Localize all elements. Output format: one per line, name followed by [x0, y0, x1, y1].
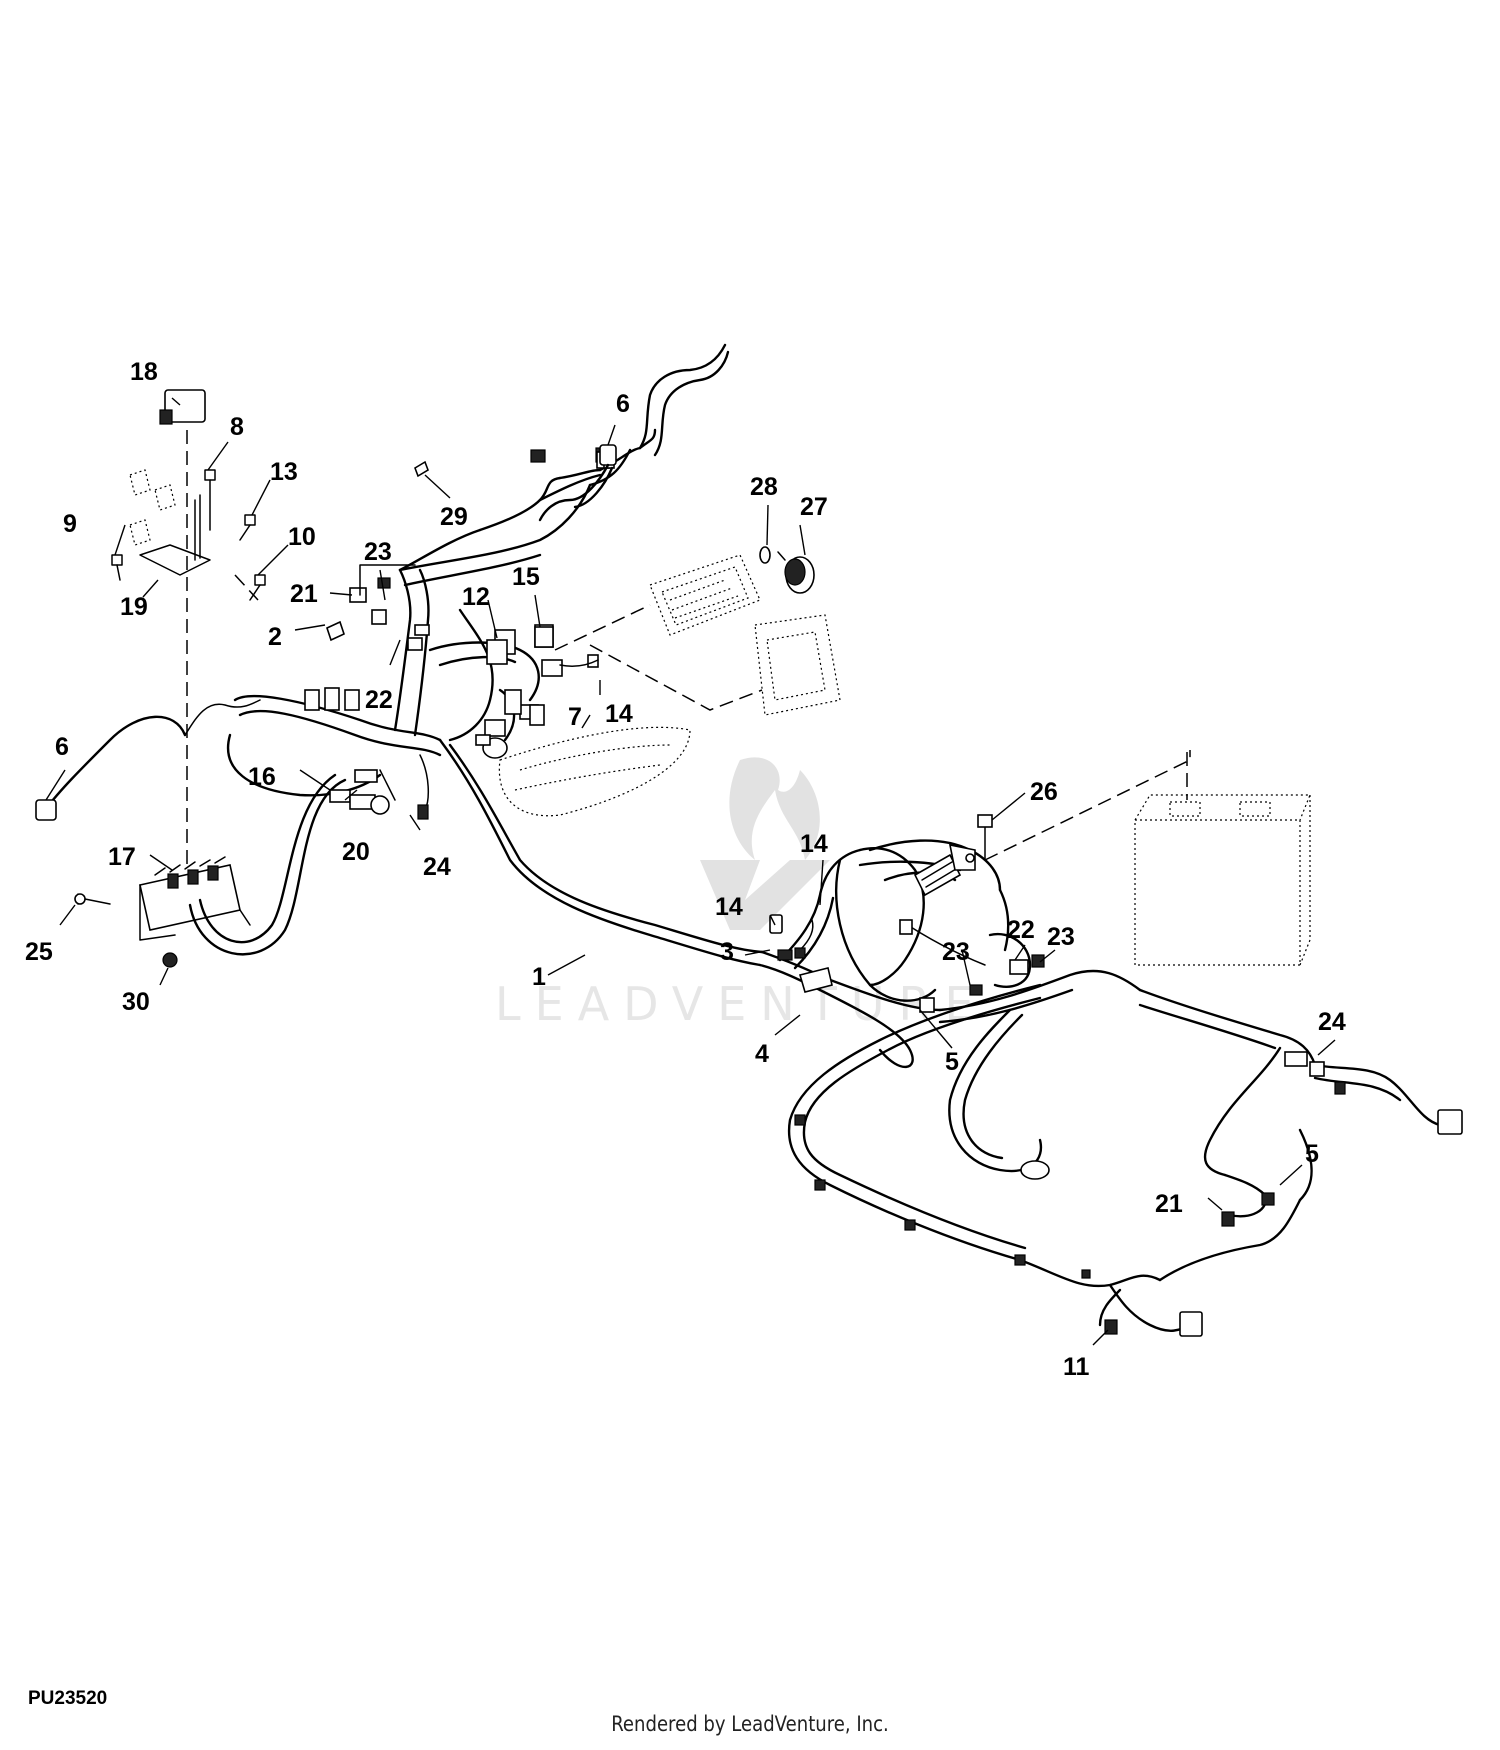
assembly-line-panel: [554, 604, 651, 651]
callout-8: 8: [230, 413, 244, 441]
callout-24a: 24: [423, 853, 451, 881]
watermark-logo: [700, 757, 830, 930]
clip-2: [326, 620, 345, 642]
callout-16: 16: [248, 763, 276, 791]
callout-18: 18: [130, 358, 158, 386]
clip-29: [414, 460, 429, 478]
engine-harness-cluster: [769, 814, 1045, 1013]
assembly-line-control: [589, 644, 763, 711]
callouts: 1 2 3 4 5 5 6 6 7 8 9 10 11 12 13 14 14 …: [25, 358, 1346, 1381]
callout-5a: 5: [945, 1048, 959, 1076]
nut-30: [162, 952, 178, 968]
control-panel-outline: [754, 614, 841, 716]
callout-14b: 14: [800, 830, 828, 858]
callout-21b: 21: [1155, 1190, 1183, 1218]
connector-6-top: [538, 444, 617, 522]
callout-21a: 21: [290, 580, 318, 608]
callout-25: 25: [25, 938, 53, 966]
callout-20: 20: [342, 838, 370, 866]
callout-27: 27: [800, 493, 828, 521]
horn-27: [777, 551, 815, 594]
assembly-line-fuse: [234, 574, 259, 601]
render-credit: Rendered by LeadVenture, Inc.: [611, 1712, 889, 1736]
callout-23b: 23: [942, 938, 970, 966]
callout-19: 19: [120, 593, 148, 621]
seat-outline: [498, 726, 691, 817]
callout-12: 12: [462, 583, 490, 611]
callout-15: 15: [512, 563, 540, 591]
callout-10: 10: [288, 523, 316, 551]
callout-17: 17: [108, 843, 136, 871]
callout-22a: 22: [365, 686, 393, 714]
callout-6a: 6: [616, 390, 630, 418]
fuse-holder-group: [111, 389, 266, 601]
callout-6b: 6: [55, 733, 69, 761]
callout-28: 28: [750, 473, 778, 501]
lower-harness: [787, 969, 1463, 1337]
callout-7: 7: [568, 703, 582, 731]
callout-2: 2: [268, 623, 282, 651]
callout-5b: 5: [1305, 1140, 1319, 1168]
callout-22b: 22: [1007, 916, 1035, 944]
callout-14c: 14: [715, 893, 743, 921]
leader-lines: [45, 397, 1336, 1346]
callout-23c: 23: [1047, 923, 1075, 951]
callout-3: 3: [720, 938, 734, 966]
callout-23a: 23: [364, 538, 392, 566]
upper-connectors: [349, 564, 599, 746]
callout-13: 13: [270, 458, 298, 486]
callout-30: 30: [122, 988, 150, 1016]
dash-panel-outline: [649, 554, 761, 636]
bolt-25: [74, 893, 111, 905]
callout-14a: 14: [605, 700, 633, 728]
callout-11: 11: [1063, 1353, 1090, 1381]
callout-9: 9: [63, 510, 77, 538]
battery-outline: [1134, 794, 1311, 966]
callout-1: 1: [532, 963, 546, 991]
assembly-line-battery: [984, 750, 1191, 861]
figure-id: PU23520: [28, 1688, 108, 1709]
callout-24b: 24: [1318, 1008, 1346, 1036]
watermark-text: LEADVENTURE: [495, 977, 988, 1031]
washer-28: [759, 546, 771, 564]
callout-26: 26: [1030, 778, 1058, 806]
callout-29: 29: [440, 503, 468, 531]
callout-4: 4: [755, 1040, 769, 1068]
upper-harness: [398, 343, 730, 572]
relay-block: [139, 856, 251, 941]
